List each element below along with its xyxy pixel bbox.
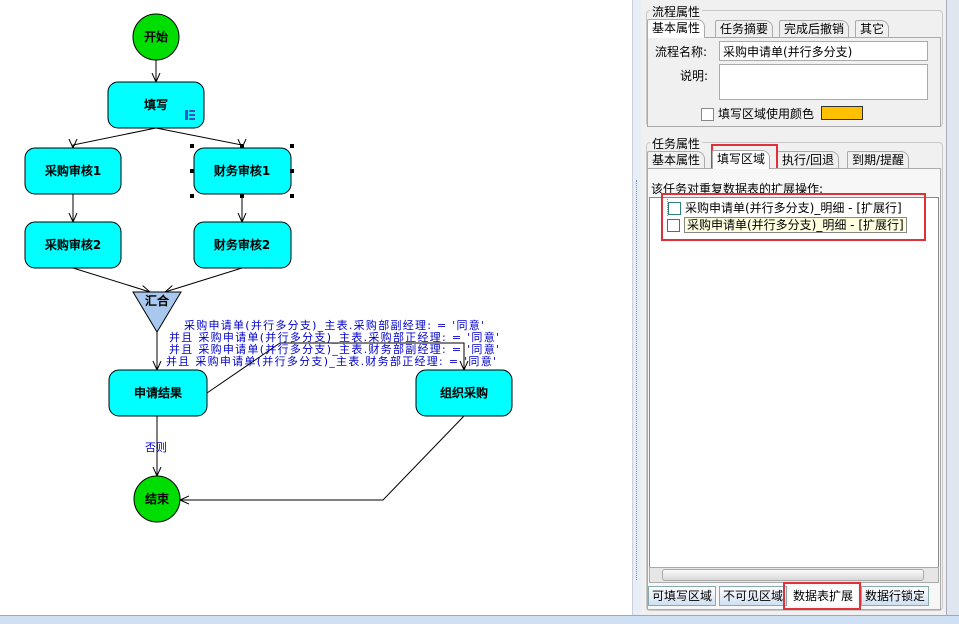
process-props-title: 流程属性 xyxy=(650,3,703,20)
tab-exec-rollback[interactable]: 执行/回退 xyxy=(777,151,840,169)
task-node-purchase-review2[interactable] xyxy=(24,221,122,269)
edge[interactable] xyxy=(206,342,464,394)
node-label: 财务审核2 xyxy=(213,237,270,252)
task-node-result[interactable] xyxy=(108,369,208,417)
horizontal-scrollbar[interactable] xyxy=(649,567,939,583)
vertical-scrollbar[interactable] xyxy=(946,0,959,615)
tab-basic[interactable]: 基本属性 xyxy=(647,19,706,38)
edge[interactable] xyxy=(72,267,150,292)
tree-item[interactable]: 采购申请单(并行多分支)_明细 - [扩展行] xyxy=(667,216,907,233)
tab-writable-area[interactable]: 可填写区域 xyxy=(648,586,717,606)
tab-invisible-area[interactable]: 不可见区域 xyxy=(719,586,788,606)
tab-row-lock[interactable]: 数据行锁定 xyxy=(861,586,930,606)
node-label: 组织采购 xyxy=(440,385,488,400)
task-node-fill-label: 填写 xyxy=(144,97,168,112)
tab-summary[interactable]: 任务摘要 xyxy=(715,20,774,38)
node-label: 申请结果 xyxy=(134,385,182,400)
highlight-box xyxy=(783,582,861,610)
tab-undo[interactable]: 完成后撤销 xyxy=(779,20,850,38)
condition-line[interactable]: 并且 采购申请单(并行多分支)_主表.采购部正经理: = '同意' xyxy=(169,330,499,344)
tab-fill-area[interactable]: 填写区域 xyxy=(712,150,771,169)
list-heading: 该任务对重复数据表的扩展操作: xyxy=(651,182,824,196)
tree-item[interactable]: 采购申请单(并行多分支)_明细 - [扩展行] xyxy=(667,199,902,216)
edge[interactable] xyxy=(73,127,157,148)
start-node-label: 开始 xyxy=(144,29,168,44)
merge-node[interactable] xyxy=(132,291,182,333)
selection-handles[interactable] xyxy=(190,144,294,198)
properties-panel: 流程属性 基本属性 任务摘要 完成后撤销 其它 流程名称: 采购申请单(并行多分… xyxy=(641,0,946,615)
task-node-purchase-review1[interactable] xyxy=(24,147,122,195)
tree-item-label: 采购申请单(并行多分支)_明细 - [扩展行] xyxy=(684,217,907,233)
checkbox-icon[interactable] xyxy=(701,108,714,121)
flow-diagram[interactable]: 开始 填写 采购审核1 财务审核1 采购审核2 财务审核2 汇合 申请结果 组织… xyxy=(0,0,632,615)
desc-label: 说明: xyxy=(680,69,709,83)
node-label: 采购审核1 xyxy=(44,163,101,178)
edge[interactable] xyxy=(165,267,243,292)
merge-node-label: 汇合 xyxy=(145,293,170,308)
edge[interactable] xyxy=(155,127,242,148)
color-checkbox[interactable]: 填写区域使用颜色 xyxy=(701,105,814,122)
tree-item-label: 采购申请单(并行多分支)_明细 - [扩展行] xyxy=(685,201,902,215)
process-name-field[interactable]: 采购申请单(并行多分支) xyxy=(719,41,928,61)
node-label: 财务审核1 xyxy=(213,163,270,178)
task-node-fill[interactable] xyxy=(107,81,205,129)
scrollbar-thumb[interactable] xyxy=(662,569,924,581)
end-node[interactable] xyxy=(133,475,181,523)
name-label: 流程名称: xyxy=(655,45,708,59)
tab-table-extension[interactable]: 数据表扩展 xyxy=(789,586,858,606)
highlight-box xyxy=(661,193,926,241)
flow-canvas[interactable]: 开始 填写 采购审核1 财务审核1 采购审核2 财务审核2 汇合 申请结果 组织… xyxy=(0,0,632,615)
task-props-group xyxy=(646,142,943,611)
condition-line[interactable]: 并且 采购申请单(并行多分支)_主表.财务部正经理: = '同意' xyxy=(166,354,496,368)
checkbox-icon[interactable] xyxy=(667,219,680,232)
tab-other[interactable]: 其它 xyxy=(855,20,890,38)
task-props-title: 任务属性 xyxy=(650,135,703,152)
tab-task-basic[interactable]: 基本属性 xyxy=(647,151,706,169)
node-label: 采购审核2 xyxy=(44,237,101,252)
task-node-organize[interactable] xyxy=(415,369,513,417)
edge[interactable] xyxy=(180,415,465,500)
status-bar xyxy=(0,615,959,624)
task-node-finance-review2[interactable] xyxy=(193,221,292,269)
color-checkbox-label: 填写区域使用颜色 xyxy=(718,107,815,121)
form-icon xyxy=(185,110,195,120)
tab-due-remind[interactable]: 到期/提醒 xyxy=(847,151,910,169)
start-node[interactable] xyxy=(132,13,180,61)
extension-tree[interactable] xyxy=(649,197,939,569)
color-swatch[interactable] xyxy=(821,106,863,120)
end-node-label: 结束 xyxy=(145,491,170,506)
description-field[interactable] xyxy=(719,64,928,100)
checkbox-icon[interactable] xyxy=(668,202,681,215)
condition-line[interactable]: 采购申请单(并行多分支)_主表.采购部副经理: = '同意' xyxy=(184,318,484,332)
condition-line[interactable]: 并且 采购申请单(并行多分支)_主表.财务部副经理: = '同意' xyxy=(169,342,499,356)
else-label[interactable]: 否则 xyxy=(145,441,167,454)
